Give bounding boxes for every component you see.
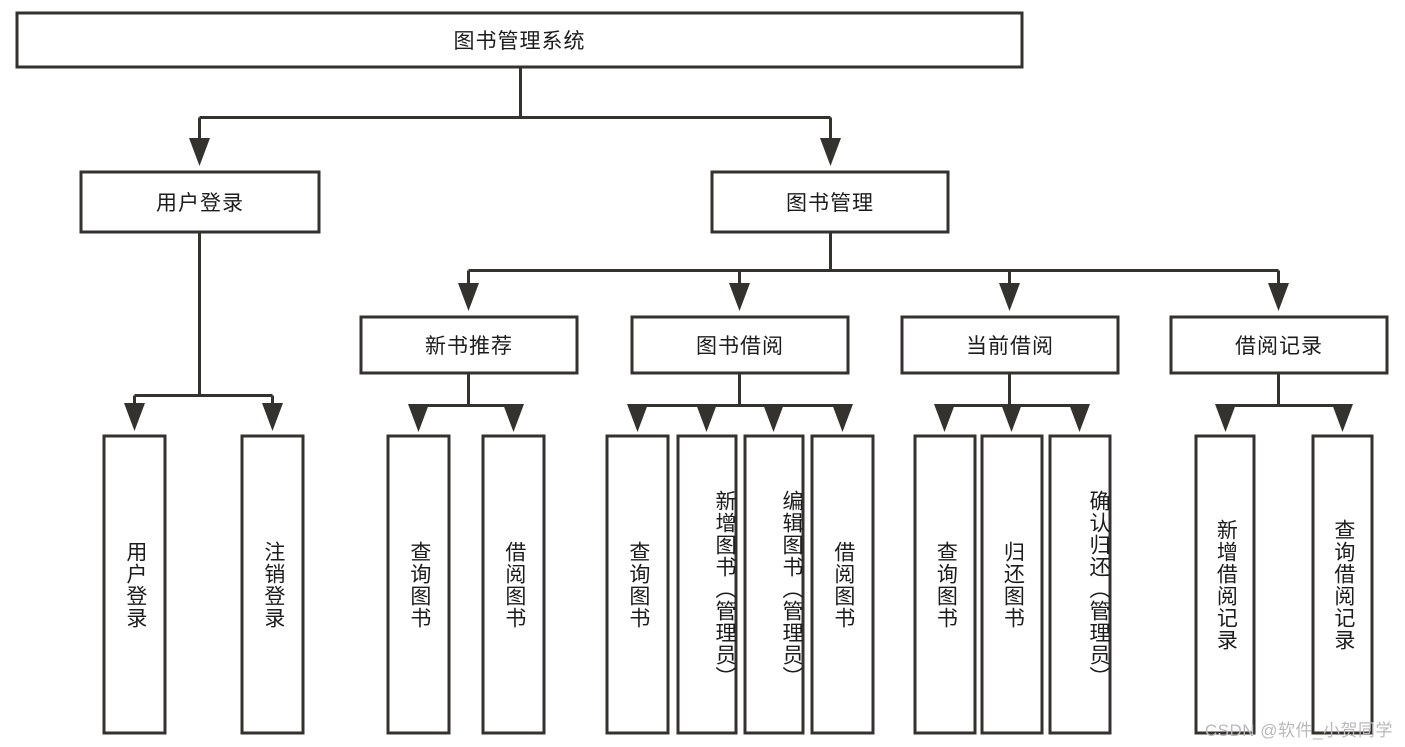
node-leaf-query-borrow-record-box[interactable] <box>1311 434 1374 735</box>
node-book-borrow-box[interactable] <box>630 315 850 375</box>
arrow-head-leaf-user-logout <box>262 403 283 431</box>
connector-group-book-management <box>458 232 1289 311</box>
node-leaf-query-book-3-box[interactable] <box>913 434 977 735</box>
node-leaf-borrow-book-1-box[interactable] <box>481 434 546 735</box>
arrow-head-new-book-recommend <box>458 283 479 311</box>
node-leaf-confirm-return-box[interactable] <box>1048 434 1112 735</box>
arrow-head-leaf-query-book-2 <box>627 404 648 432</box>
arrow-head-leaf-user-login <box>124 403 145 431</box>
node-leaf-edit-book-box[interactable] <box>743 434 805 735</box>
csdn-watermark: CSDN @软件_小贺同学 <box>1204 721 1393 740</box>
arrow-head-leaf-query-borrow-record <box>1332 404 1353 432</box>
arrow-head-leaf-borrow-book-2 <box>832 404 853 432</box>
arrow-head-borrow-record <box>1268 283 1289 311</box>
arrow-head-current-borrow <box>999 283 1020 311</box>
arrow-head-leaf-confirm-return <box>1069 404 1090 432</box>
node-borrow-record-box[interactable] <box>1169 315 1389 375</box>
arrow-head-leaf-query-book-1 <box>408 404 429 432</box>
node-current-borrow-box[interactable] <box>900 315 1120 375</box>
arrow-head-book-management <box>820 138 841 166</box>
arrow-head-leaf-query-book-3 <box>934 404 955 432</box>
node-new-book-recommend-box[interactable] <box>359 315 579 375</box>
arrow-head-leaf-return-book <box>1001 404 1022 432</box>
node-leaf-query-book-2-box[interactable] <box>605 434 670 735</box>
node-leaf-borrow-book-2-box[interactable] <box>810 434 875 735</box>
arrow-head-leaf-edit-book <box>763 404 784 432</box>
node-leaf-return-book-box[interactable] <box>980 434 1044 735</box>
node-leaf-user-logout-box[interactable] <box>240 434 305 735</box>
node-book-management-box[interactable] <box>710 170 950 234</box>
arrow-head-book-borrow <box>729 283 750 311</box>
connector-group-new-book-recommend <box>408 373 524 432</box>
node-leaf-add-book-box[interactable] <box>676 434 738 735</box>
arrow-head-leaf-borrow-book-1 <box>503 404 524 432</box>
connector-group-current-borrow <box>934 373 1090 432</box>
arrow-head-user-login <box>189 138 210 166</box>
node-root-box[interactable] <box>15 11 1024 69</box>
connector-group-book-borrow <box>627 373 853 432</box>
node-leaf-query-book-1-box[interactable] <box>386 434 451 735</box>
arrow-head-leaf-add-book <box>696 404 717 432</box>
node-leaf-add-borrow-record-box[interactable] <box>1194 434 1256 735</box>
node-leaf-user-login-box[interactable] <box>102 434 167 735</box>
arrow-head-leaf-add-borrow-record <box>1215 404 1236 432</box>
connector-group-root <box>189 67 841 166</box>
connector-group-user-login <box>124 232 283 431</box>
connector-group-borrow-record <box>1215 373 1353 432</box>
node-user-login-box[interactable] <box>79 170 321 234</box>
